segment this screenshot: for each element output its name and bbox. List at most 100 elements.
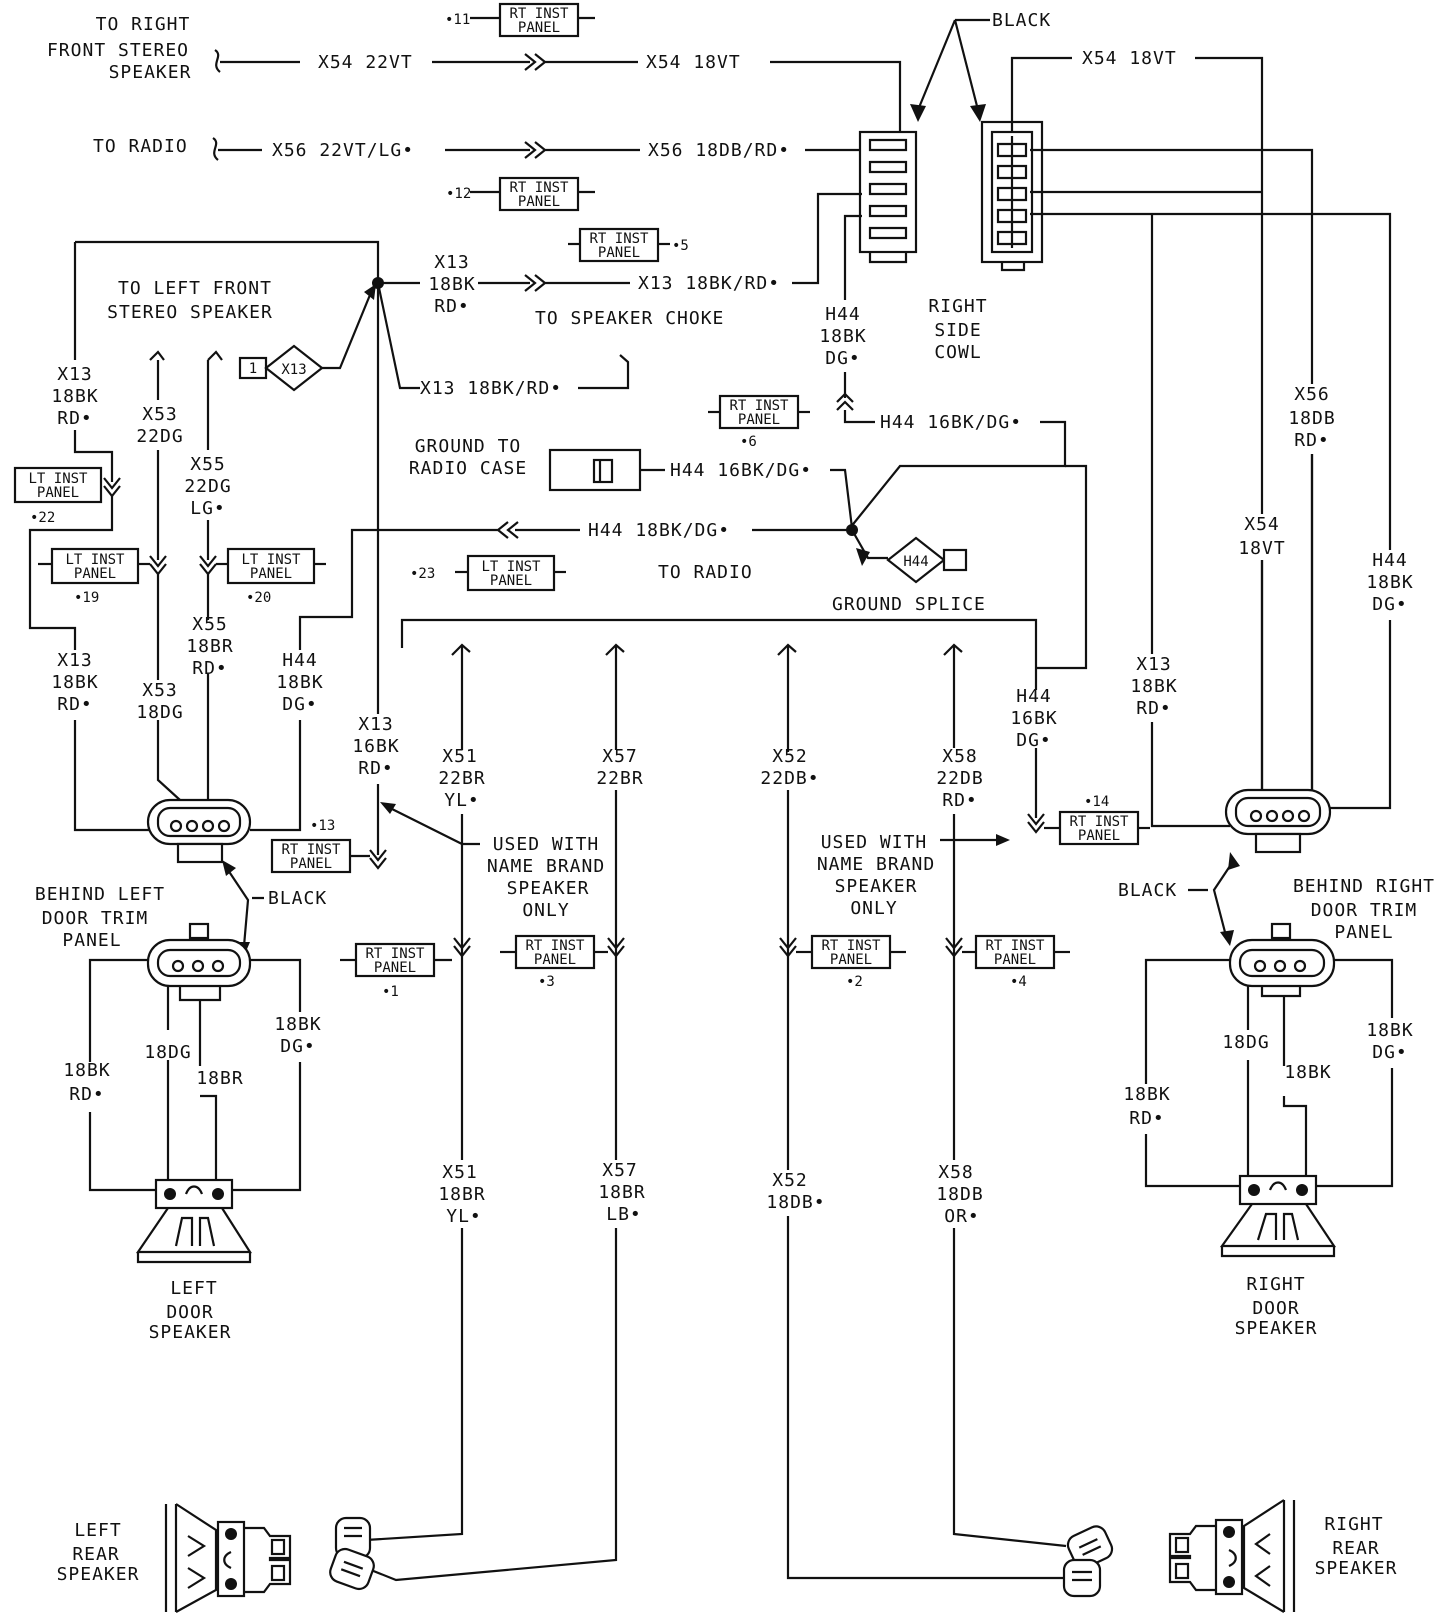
svg-text:PANEL: PANEL [534,952,576,968]
label-x56-22: X56 22VT/LG• [272,140,414,161]
svg-text:PANEL: PANEL [290,856,332,872]
wire-break-symbol [214,49,300,73]
label-black-top: BLACK [992,10,1051,31]
label-x54-18vt: X54 18VT [646,52,741,73]
label-left-18bk-dg-1: 18BK [274,1014,321,1035]
svg-text:PANEL: PANEL [738,412,780,428]
label-x57-18br-2: 18BR [598,1182,645,1203]
lt-inst-panel-22 [13,466,103,504]
label-x54-22vt: X54 22VT [318,52,413,73]
label-h44-16bk-right-2: 16BK [1010,708,1057,729]
label-behind-right-2: DOOR TRIM [1311,900,1418,921]
label-x52-22db-2: 22DB• [760,768,819,789]
marker-4: •4 [1010,974,1027,990]
label-x55-18br-3: RD• [192,658,228,679]
label-x55-18br-1: X55 [192,614,228,635]
label-x52-22db-1: X52 [772,746,808,767]
label-used-with-b-4: ONLY [850,898,897,919]
label-x55-22dg-1: X55 [190,454,226,475]
svg-text:PANEL: PANEL [598,245,640,261]
label-x57-22br-1: X57 [602,746,638,767]
label-to-left-front-2: STEREO SPEAKER [107,302,273,323]
svg-text:LT INST: LT INST [65,552,125,568]
left-door-trim-connector [146,922,252,1002]
label-right-door-speaker-3: SPEAKER [1235,1318,1318,1339]
label-x51-22br-2: 22BR [438,768,485,789]
svg-text:PANEL: PANEL [994,952,1036,968]
svg-text:PANEL: PANEL [490,573,532,589]
label-x13-b: X13 18BK/RD• [638,273,780,294]
label-to-radio-mid: TO RADIO [658,562,753,583]
label-x55-18br-2: 18BR [186,636,233,657]
door-speaker-region: BEHIND LEFT DOOR TRIM PANEL BLACK 18BK R… [35,852,1434,1343]
label-x58-22db-1: X58 [942,746,978,767]
label-ground-to-radio-1: GROUND TO [415,436,522,457]
rt-inst-panel-12 [498,176,580,212]
label-left-rear-1: LEFT [74,1520,121,1541]
label-x58-22db-3: RD• [942,790,978,811]
wire-x54-connector [432,53,638,71]
label-to-left-front-1: TO LEFT FRONT [118,278,272,299]
wire-h44-right [1030,212,1392,810]
label-x51-18br-3: YL• [446,1206,482,1227]
wires-right-rear [786,1216,1067,1580]
label-x13-16bk-3: RD• [358,758,394,779]
cowl-connector-right [980,120,1044,272]
marker-11: •11 [445,12,470,28]
svg-text:RT INST: RT INST [1069,814,1129,830]
wire-x13-top-loop [75,240,380,282]
label-used-with-a-4: ONLY [522,900,569,921]
label-x51-18br-2: 18BR [438,1184,485,1205]
label-right-18dg: 18DG [1222,1032,1269,1053]
label-x13-right-3: RD• [1136,698,1172,719]
cowl-connector-left [858,130,918,264]
label-h44-v-3: DG• [1372,594,1408,615]
left-door-speaker [135,1178,253,1264]
label-x13-a-1: X13 [434,252,470,273]
label-right-door-speaker-1: RIGHT [1246,1274,1305,1295]
label-h44-16bk-b: H44 16BK/DG• [670,460,812,481]
label-black-left: BLACK [268,888,327,909]
label-left-door-speaker-3: SPEAKER [149,1322,232,1343]
rt-inst-panel-5 [578,227,660,263]
svg-text:RT INST: RT INST [821,938,881,954]
label-h44-cowl-2: 18BK [819,326,866,347]
wires-left-rear [365,1228,618,1582]
label-h44-cowl-1: H44 [825,304,861,325]
label-x55-22dg-2: 22DG [184,476,231,497]
svg-text:LT INST: LT INST [28,471,88,487]
rt-inst-panel-1 [354,942,436,978]
label-x13-c: X13 18BK/RD• [420,378,562,399]
svg-text:LT INST: LT INST [481,559,541,575]
label-left-18bk-rd-2: RD• [69,1084,105,1105]
label-right-18bk-dg-2: DG• [1372,1042,1408,1063]
lt-inst-panel-23 [466,554,556,592]
svg-text:H44: H44 [903,554,928,570]
label-x53-22dg-2: 22DG [136,426,183,447]
label-h44-16bk-right-1: H44 [1016,686,1052,707]
label-x13-16bk-2: 16BK [352,736,399,757]
svg-text:PANEL: PANEL [374,960,416,976]
svg-text:RT INST: RT INST [985,938,1045,954]
label-ground-to-radio-2: RADIO CASE [409,458,527,479]
label-to-right-front-1: TO RIGHT [96,14,191,35]
label-x55-22dg-3: LG• [190,498,226,519]
label-x51-22br-3: YL• [444,790,480,811]
label-left-18dg: 18DG [144,1042,191,1063]
svg-text:RT INST: RT INST [365,946,425,962]
label-behind-left-2: DOOR TRIM [42,908,149,929]
label-h44-left-2: 18BK [276,672,323,693]
label-left-18br: 18BR [196,1068,243,1089]
svg-text:1: 1 [249,361,257,377]
label-x13-right-2: 18BK [1130,676,1177,697]
label-behind-left-1: BEHIND LEFT [35,884,165,905]
label-left-door-speaker-2: DOOR [166,1302,213,1323]
right-door-trim-connector [1228,922,1336,998]
label-x58-18db-3: OR• [944,1206,980,1227]
label-to-speaker-choke: TO SPEAKER CHOKE [535,308,724,329]
label-x53-22dg-1: X53 [142,404,178,425]
label-right-18bk: 18BK [1284,1062,1331,1083]
label-x52-18db-1: X52 [772,1170,808,1191]
marker-19: •19 [74,590,99,606]
marker-22: •22 [30,510,55,526]
